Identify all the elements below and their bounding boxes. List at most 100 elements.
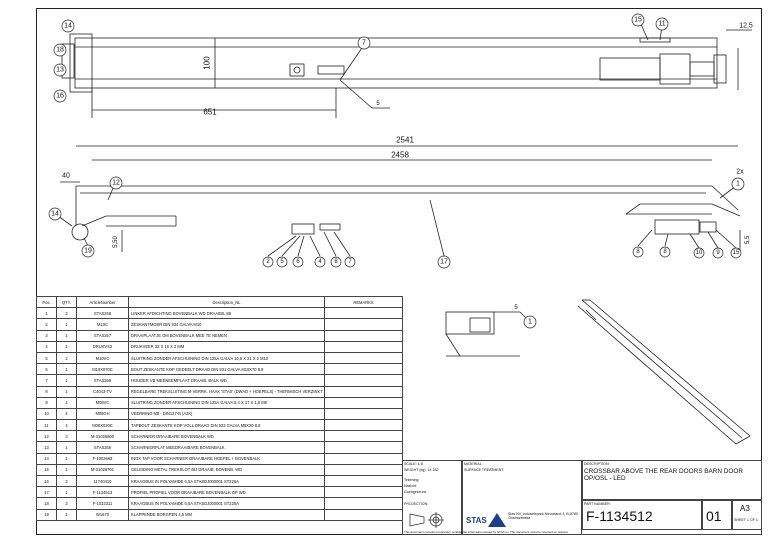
- drawing-frame: [36, 8, 762, 535]
- bom-article: M10X070C: [76, 363, 129, 376]
- weld-note-top: 5: [376, 101, 380, 107]
- bom-remarks: [324, 463, 403, 477]
- approved-label: Goedgekeurd:: [404, 490, 427, 494]
- title-block-cell: [582, 460, 762, 500]
- bom-description: LINKER AFDICHTING BOVENBALK WD DRAAIBIL …: [128, 307, 325, 320]
- bom-description: VEERRING M8 - DIN127-B (A2K): [128, 407, 325, 421]
- bom-description: BOUT ZESKANTE KOP GEDEELT DRAAD DIN 931 …: [128, 363, 325, 376]
- bom-remarks: [324, 363, 403, 376]
- bom-qty: 1: [56, 463, 77, 477]
- isometric-view: [577, 299, 751, 445]
- dimension-651: 651: [203, 108, 217, 117]
- balloon-8b: [632, 246, 644, 258]
- balloon-1: [731, 177, 745, 191]
- balloon-15-side: [730, 247, 742, 259]
- balloon-12: [109, 176, 123, 190]
- bom-remarks: [324, 318, 403, 331]
- bom-qty: 4: [56, 396, 77, 409]
- balloon-label: 10: [696, 250, 703, 256]
- bom-remarks: [324, 385, 403, 398]
- balloon-14-top: [61, 19, 75, 33]
- bom-qty: 1: [56, 329, 77, 342]
- description: CROSSBAR ABOVE THE REAR DOORS BARN DOOR …: [584, 468, 743, 482]
- bom-remarks: [324, 508, 403, 521]
- balloon-18: [53, 43, 67, 57]
- balloon-label: 5: [280, 259, 284, 265]
- bom-remarks: [324, 374, 403, 387]
- revision: 01: [706, 508, 722, 524]
- bom-pos: 2: [36, 318, 57, 331]
- balloon-17: [437, 255, 451, 269]
- bom-header-pos: Pos.: [36, 295, 57, 309]
- bom-article: M08VC: [76, 396, 129, 409]
- dimension-40: 40: [62, 173, 70, 180]
- bom-remarks: [324, 441, 403, 454]
- projection-icon: [409, 512, 444, 528]
- bom-pos: 18: [36, 497, 57, 510]
- balloon-label: 14: [51, 211, 59, 218]
- weld-note-detail: 5: [514, 305, 518, 311]
- bom-qty: 1: [56, 374, 77, 387]
- balloon-label: 4: [318, 259, 322, 265]
- bom-remarks: [324, 452, 403, 465]
- bom-article: M-31026701: [76, 463, 129, 477]
- balloon-label: 15: [733, 250, 740, 256]
- bom-pos: 1: [36, 307, 57, 320]
- scale-label: SCALE: 1:5: [404, 462, 423, 466]
- bill-of-materials: Pos. QTY. ArticleNumber Description_NL R…: [36, 295, 403, 521]
- bom-remarks: [324, 329, 403, 342]
- bom-article: DRUKVS2: [76, 340, 129, 353]
- bom-description: REGELBARE TREKSLUITING M VERRK. HAAK 'ST…: [128, 385, 325, 398]
- bom-article: M10C: [76, 318, 129, 331]
- bom-remarks: [324, 340, 403, 353]
- bom-pos: 12: [36, 430, 57, 443]
- balloon-16: [53, 89, 67, 103]
- bom-pos: 14: [36, 452, 57, 465]
- bom-description: SCHARNIER DRAAIBARE BOVENBALK WD: [128, 430, 325, 443]
- balloon-label: 9: [716, 250, 720, 256]
- weight-label: WEIGHT (kg): 14.182: [404, 468, 439, 472]
- bom-header-remarks: REMARKS: [324, 295, 403, 309]
- title-block-cell: [702, 500, 732, 530]
- sheet-size: A3: [740, 504, 750, 513]
- bom-remarks: [324, 497, 403, 510]
- bom-qty: 1: [56, 340, 77, 353]
- bom-qty: 2: [56, 497, 77, 510]
- bom-remarks: [324, 351, 403, 365]
- company-logo: STAS: [466, 516, 487, 525]
- bom-article: M-31026600: [76, 430, 129, 443]
- bom-header-row: Pos. QTY. ArticleNumber Description_NL R…: [36, 295, 403, 309]
- bom-article: F-1134513: [76, 486, 129, 499]
- balloon-label: 1: [528, 319, 532, 326]
- bom-qty: 2: [56, 430, 77, 443]
- bom-description: KLAPPENDE BORGPEN 4,5 MM: [128, 508, 325, 521]
- bom-article: 11740410: [76, 474, 129, 488]
- balloon-label: 16: [56, 93, 64, 100]
- bom-pos: 10: [36, 407, 57, 421]
- bom-pos: 16: [36, 474, 57, 488]
- balloon-label: 17: [440, 259, 448, 266]
- balloon-15-top: [631, 13, 645, 27]
- bom-pos: 17: [36, 486, 57, 499]
- bom-article: STAS269: [76, 374, 129, 387]
- bom-description: ZESKANTMOER DIN 934 GALVA M10: [128, 318, 325, 331]
- bom-pos: 19: [36, 508, 57, 521]
- company-logo-mark: [488, 513, 506, 527]
- balloon-14-side: [48, 207, 62, 221]
- bom-qty: 1: [56, 486, 77, 499]
- balloon-11: [655, 17, 669, 31]
- bom-article: STAS267: [76, 329, 129, 342]
- balloon-label: 19: [84, 248, 92, 255]
- title-block-cell: [582, 500, 702, 530]
- bom-qty: 1: [56, 363, 77, 376]
- bom-article: F-1003663: [76, 452, 129, 465]
- bom-pos: 11: [36, 419, 57, 432]
